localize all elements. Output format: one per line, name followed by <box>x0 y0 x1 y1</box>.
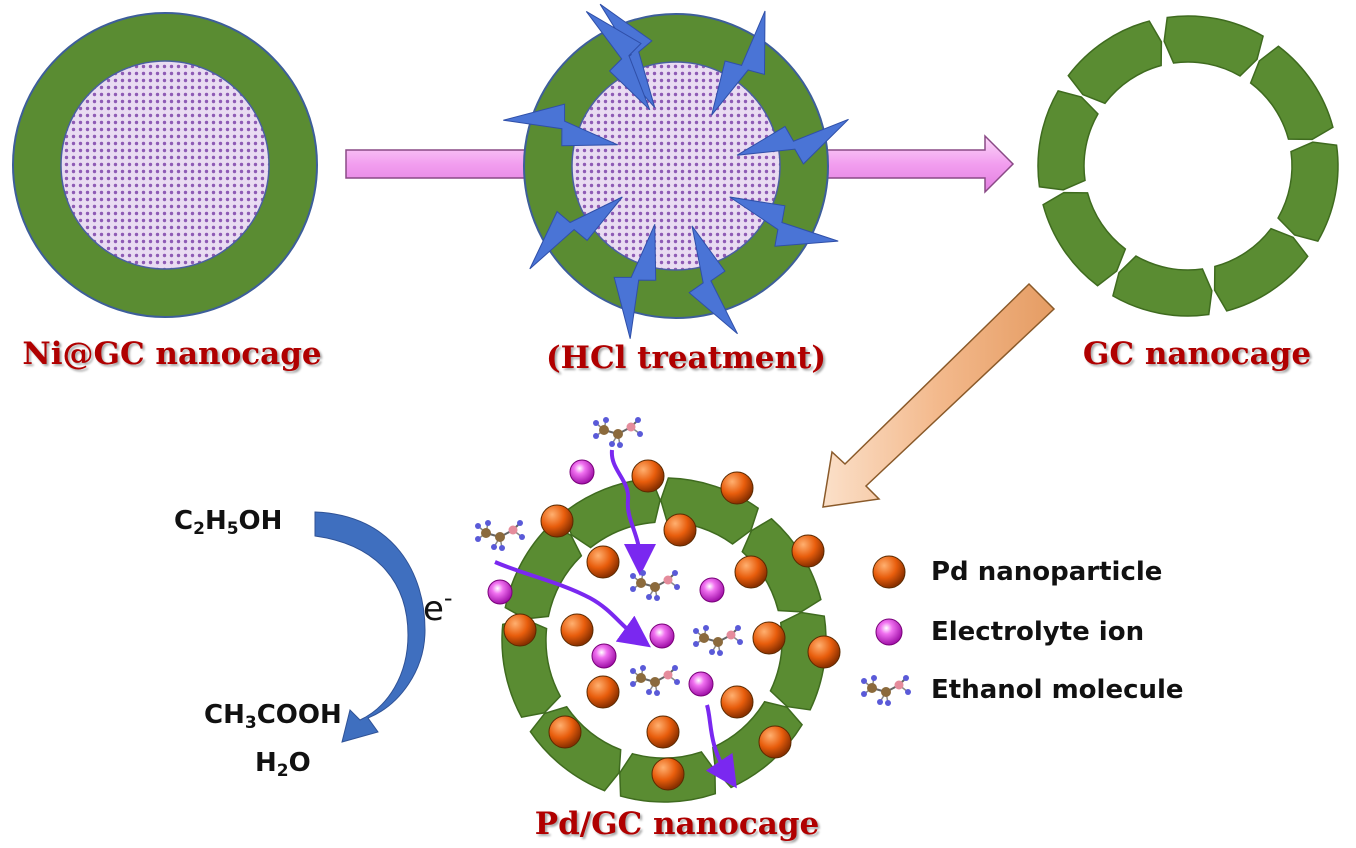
title-gc-nanocage: GC nanocage <box>1082 336 1312 372</box>
lightning-bolt-icon <box>736 118 849 165</box>
lightning-bolt-icon <box>585 10 651 111</box>
lightning-bolt-icon <box>613 224 657 339</box>
electrolyte-ion <box>699 577 725 603</box>
lightning-bolt-icon <box>688 225 738 335</box>
pd-nanoparticle <box>586 545 620 579</box>
pd-nanoparticle <box>651 757 685 791</box>
legend-ion-marker <box>875 618 903 646</box>
hcl-treated-nanocage <box>523 13 829 319</box>
pd-gc-nanocage <box>501 477 827 803</box>
gc-nanocage-segment <box>1249 45 1334 141</box>
pd-nanoparticle <box>758 725 792 759</box>
gc-nanocage-segment <box>1163 15 1264 77</box>
legend-markers <box>860 555 912 707</box>
electrolyte-ion <box>688 671 714 697</box>
product-acetic-acid-formula: CH3COOH <box>204 700 342 733</box>
pd-nanoparticle <box>663 513 697 547</box>
pd-nanoparticle <box>586 675 620 709</box>
gc-nanocage-segment <box>1112 255 1213 317</box>
title-pd-gc-nanocage: Pd/GC nanocage <box>534 806 820 842</box>
gc-nanocage-segment <box>1067 20 1163 105</box>
electrolyte-ion <box>487 579 513 605</box>
pd-nanoparticle <box>720 685 754 719</box>
lightning-bolt-icon <box>503 103 618 147</box>
lightning-bolt-icons <box>503 3 849 339</box>
pd-nanoparticle <box>734 555 768 589</box>
reactant-ethanol-formula: C2H5OH <box>174 506 283 539</box>
pd-nanoparticle <box>631 459 665 493</box>
pd-nanoparticle <box>560 613 594 647</box>
ni-gc-nanocage <box>12 12 318 318</box>
gc-nanocage <box>1037 15 1339 317</box>
electron-label: e- <box>423 584 453 629</box>
pd-nanoparticle <box>503 613 537 647</box>
electrolyte-ion <box>591 643 617 669</box>
lightning-bolt-icon <box>729 196 839 247</box>
legend-label-pd-nanoparticle: Pd nanoparticle <box>931 557 1163 587</box>
pd-nanoparticle <box>548 715 582 749</box>
legend-ethanol-marker <box>860 674 912 707</box>
lightning-bolt-icon <box>711 10 766 116</box>
pd-nanoparticle <box>752 621 786 655</box>
title-hcl-treatment: (HCl treatment) <box>545 340 827 376</box>
lightning-bolt-icon <box>529 196 623 270</box>
pd-nanoparticle <box>807 635 841 669</box>
orange-process-arrow <box>822 282 1056 508</box>
legend-label-electrolyte-ion: Electrolyte ion <box>931 617 1145 647</box>
gc-nanocage-segment <box>1213 227 1309 312</box>
pd-nanoparticle <box>540 504 574 538</box>
electrolyte-ion <box>569 459 595 485</box>
pd-nanoparticle <box>720 471 754 505</box>
legend-label-ethanol-molecule: Ethanol molecule <box>931 675 1184 705</box>
electrolyte-ion <box>649 623 675 649</box>
pd-nanoparticle <box>646 715 680 749</box>
curved-reaction-arrow <box>314 511 426 743</box>
diffusion-paths <box>494 449 737 789</box>
title-ni-gc-nanocage: Ni@GC nanocage <box>22 336 322 372</box>
product-water-formula: H2O <box>255 748 311 781</box>
legend-pd-marker <box>872 555 906 589</box>
gc-nanocage-segment <box>1042 191 1127 287</box>
pd-nanoparticle <box>791 534 825 568</box>
pd-and-ion-particles <box>487 459 841 791</box>
gc-nanocage-segment <box>1037 90 1099 191</box>
gc-nanocage-segment <box>1277 141 1339 242</box>
